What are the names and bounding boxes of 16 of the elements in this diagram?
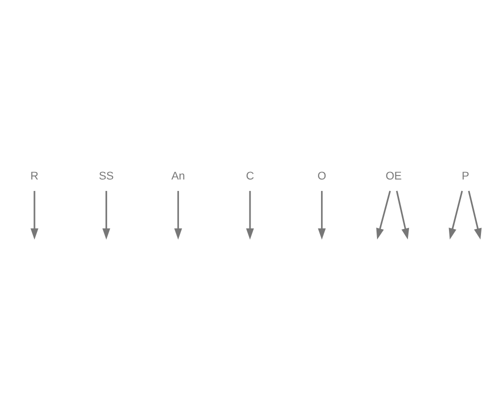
node-text: OE — [386, 170, 402, 183]
arrow — [318, 190, 326, 240]
arrow — [448, 190, 463, 240]
arrow — [468, 190, 482, 240]
node-text: O — [318, 170, 326, 183]
node-text: P — [462, 170, 470, 183]
node-text: SS — [98, 170, 114, 183]
arrow — [246, 190, 254, 240]
arrow — [174, 190, 182, 240]
arrow — [102, 190, 110, 240]
node-text: C — [246, 170, 254, 183]
arrow — [376, 190, 391, 240]
node-text: An — [171, 170, 185, 183]
arrow — [396, 190, 410, 240]
node-text: R — [30, 170, 38, 183]
arrow — [30, 190, 38, 240]
